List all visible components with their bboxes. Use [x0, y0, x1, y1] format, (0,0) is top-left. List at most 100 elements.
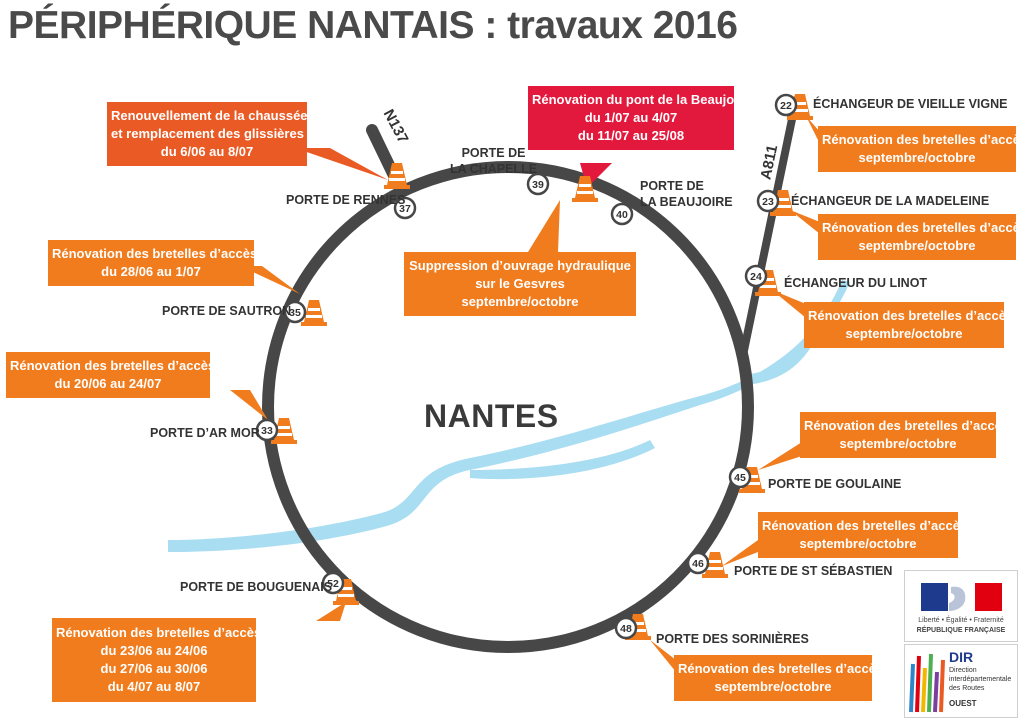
callout-rennes: Renouvellement de la chaussée et remplac… — [107, 102, 308, 166]
exit-marker-35: 35 — [283, 300, 307, 324]
n137-label: N137 — [380, 107, 412, 147]
exit-label-bouguenais: PORTE DE BOUGUENAIS — [180, 580, 333, 594]
exit-marker-48: 48 — [614, 616, 638, 640]
exit-label-beaujoire: PORTE DE LA BEAUJOIRE — [640, 178, 733, 210]
callout-armor: Rénovation des bretelles d’accès du 20/0… — [6, 352, 216, 398]
callout-line: septembre/octobre — [858, 150, 976, 165]
tail-armor — [230, 390, 268, 420]
cone-icon — [384, 163, 410, 189]
a811-label: A811 — [757, 143, 781, 181]
tail-chapelle — [528, 200, 560, 252]
callout-linot: Rénovation des bretelles d’accès septemb… — [804, 302, 1014, 348]
callout-line: du 1/07 au 4/07 — [584, 110, 678, 125]
callout-line: du 20/06 au 24/07 — [54, 376, 162, 391]
callout-line: du 27/06 au 30/06 — [100, 661, 208, 676]
callout-line: Rénovation des bretelles d’accès — [10, 358, 216, 373]
callout-line: du 6/06 au 8/07 — [160, 144, 254, 159]
exit-marker-45: 45 — [728, 465, 752, 489]
dir-line2: interdépartementale — [949, 676, 1012, 683]
callout-sautron: Rénovation des bretelles d’accès du 28/0… — [48, 240, 258, 286]
exit-number: 40 — [616, 209, 628, 221]
cone-icon — [301, 300, 327, 326]
exit-marker-46: 46 — [686, 551, 710, 575]
republique-francaise-logo: Liberté • Égalité • Fraternité RÉPUBLIQU… — [904, 570, 1018, 642]
ring-road — [262, 161, 754, 653]
a811-road — [738, 96, 800, 364]
exit-label-line: LA CHAPELLE — [450, 162, 538, 176]
callout-line: Rénovation des bretelles d’accès — [678, 661, 884, 676]
exit-number: 22 — [780, 100, 792, 112]
callout-line: Rénovation des bretelles d’accès — [56, 625, 262, 640]
dir-ouest-logo: DIR Direction interdépartementale des Ro… — [904, 644, 1018, 718]
callout-line: septembre/octobre — [845, 326, 963, 341]
callout-line: Rénovation des bretelles d’accès — [808, 308, 1014, 323]
marianne-flag-icon — [921, 583, 1002, 611]
cone-icon — [770, 190, 796, 216]
callout-line: septembre/octobre — [858, 238, 976, 253]
tail-bouguenais — [316, 602, 346, 621]
exit-label-chapelle: PORTE DE LA CHAPELLE — [450, 145, 537, 177]
exit-label-vieille-vigne: ÉCHANGEUR DE VIEILLE VIGNE — [813, 97, 1008, 111]
exit-number: 33 — [261, 425, 273, 437]
dir-line1: Direction — [949, 667, 977, 674]
callout-line: du 11/07 au 25/08 — [577, 128, 685, 143]
cone-icon — [271, 418, 297, 444]
callout-line: Suppression d’ouvrage hydraulique — [409, 258, 631, 273]
callout-line: septembre/octobre — [714, 679, 832, 694]
exit-label-goulaine: PORTE DE GOULAINE — [768, 477, 902, 491]
exit-marker-39: 39 — [526, 172, 550, 196]
callout-tails — [230, 116, 820, 672]
callout-line: Rénovation des bretelles d’accès — [762, 518, 968, 533]
exit-label-rennes: PORTE DE RENNES — [286, 193, 406, 207]
callout-beaujoire: Rénovation du pont de la Beaujoire du 1/… — [528, 86, 751, 150]
tail-madeleine — [790, 210, 820, 234]
exit-label-line: PORTE DE — [640, 179, 704, 193]
callout-line: septembre/octobre — [799, 536, 917, 551]
exit-label-line: PORTE DE — [461, 146, 526, 160]
callout-line: et remplacement des glissières — [111, 126, 304, 141]
callout-line: du 4/07 au 8/07 — [107, 679, 201, 694]
city-label: NANTES — [424, 398, 559, 434]
loire-river-south-arm — [470, 440, 655, 480]
exit-label-line: LA BEAUJOIRE — [640, 195, 733, 209]
callout-line: Rénovation des bretelles d’accès — [52, 246, 258, 261]
page-title: PÉRIPHÉRIQUE NANTAIS : travaux 2016 — [8, 4, 738, 47]
exit-number: 23 — [762, 196, 774, 208]
dir-stripes-icon — [909, 653, 945, 713]
cone-icon — [702, 552, 728, 578]
exit-number: 52 — [327, 578, 339, 590]
exit-marker-37: 37 — [393, 196, 417, 220]
tail-st-sebastien — [722, 540, 758, 566]
exit-number: 37 — [399, 203, 411, 215]
exit-number: 45 — [734, 472, 746, 484]
cone-icon — [572, 176, 598, 202]
tail-rennes — [295, 148, 388, 180]
callout-chapelle: Suppression d’ouvrage hydraulique sur le… — [404, 252, 636, 316]
callout-line: Rénovation du pont de la Beaujoire — [532, 92, 751, 107]
exit-number: 35 — [289, 307, 301, 319]
callout-line: Rénovation des bretelles d’accès — [822, 132, 1024, 147]
exit-marker-52: 52 — [321, 571, 345, 595]
exit-marker-24: 24 — [744, 264, 768, 288]
exit-number: 46 — [692, 558, 704, 570]
exit-number: 39 — [532, 179, 544, 191]
callout-line: septembre/octobre — [461, 294, 579, 309]
republique-motto: Liberté • Égalité • Fraternité — [918, 617, 1004, 624]
exit-marker-23: 23 — [756, 189, 780, 213]
tail-sautron — [240, 266, 300, 294]
tail-goulaine — [758, 442, 802, 470]
callout-st-sebastien: Rénovation des bretelles d’accès septemb… — [758, 512, 968, 558]
republique-name: RÉPUBLIQUE FRANÇAISE — [916, 627, 1006, 634]
callout-line: Rénovation des bretelles d’accès — [804, 418, 1010, 433]
dir-line3: des Routes — [949, 685, 985, 692]
exit-label-madeleine: ÉCHANGEUR DE LA MADELEINE — [791, 194, 990, 208]
callout-line: du 28/06 au 1/07 — [101, 264, 201, 279]
callout-line: septembre/octobre — [839, 436, 957, 451]
exit-label-sautron: PORTE DE SAUTRON — [162, 304, 292, 318]
exit-marker-22: 22 — [774, 93, 798, 117]
callout-line: Renouvellement de la chaussée — [111, 108, 308, 123]
exit-label-sorinieres: PORTE DES SORINIÈRES — [656, 632, 809, 646]
callout-line: du 23/06 au 24/06 — [100, 643, 208, 658]
loire-river-arm — [745, 330, 818, 385]
